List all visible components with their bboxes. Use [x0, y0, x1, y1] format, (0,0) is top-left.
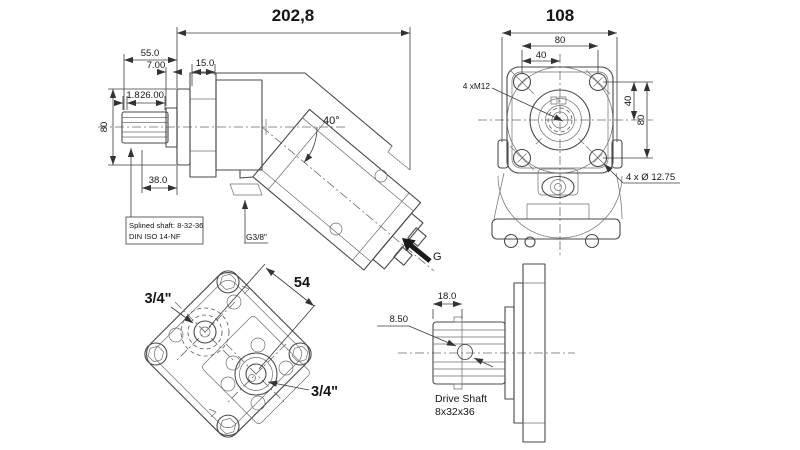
casting-mark — [208, 408, 217, 418]
underside-port-boss — [229, 183, 263, 196]
dim-spline-length: 26.00 — [140, 90, 164, 101]
bolt-hole — [509, 145, 535, 171]
front-view-lower-body — [491, 168, 623, 249]
shaft-detail-view: 18.0 8.50 Drive Shaft 8x32x36 — [377, 263, 575, 443]
dim-flange-diameter: 80 — [99, 122, 110, 133]
hex-bolt — [284, 337, 317, 371]
barrel-end-cap — [372, 212, 424, 270]
dim-bend-angle: 40° — [323, 115, 340, 127]
front-view-dimensions: 108 80 40 40 80 4 xM12 4 x Ø 12.75 — [463, 6, 680, 184]
dim-groove-width: 8.50 — [390, 314, 409, 325]
end-port-boss — [393, 246, 413, 266]
suction-port — [174, 301, 236, 363]
gauge-port-label: G3/8" — [246, 232, 267, 242]
dim-collar: 7.00 — [147, 60, 166, 71]
view-direction-label: G — [433, 251, 442, 263]
hex-bolt — [211, 265, 245, 298]
foot — [503, 233, 519, 249]
pressure-port — [225, 343, 287, 405]
dim-spline-engagement: 18.0 — [438, 291, 457, 302]
hex-bolt — [139, 337, 172, 371]
port-view: 54 3/4" 3/4" — [139, 263, 338, 443]
mounting-flange-inner-contour — [511, 71, 609, 169]
dim-total-length: 202,8 — [272, 6, 315, 25]
foot — [524, 236, 536, 248]
dim-port-distance: 54 — [294, 275, 310, 291]
left-ear-tab — [497, 139, 509, 169]
front-view: 108 80 40 40 80 4 xM12 4 x Ø 12.75 — [463, 6, 680, 258]
spline-note-line1: Splined shaft: 8-32-36 — [129, 221, 203, 230]
port-bottom-label: 3/4" — [311, 384, 338, 400]
hex-bolt — [211, 410, 245, 443]
port-mounting-holes — [168, 294, 294, 411]
port-top-label: 3/4" — [144, 291, 171, 307]
thread-callout-label: 4 xM12 — [463, 81, 491, 91]
dim-pilot: 15.0 — [196, 58, 215, 69]
mounting-flange-square — [506, 66, 614, 174]
side-view-dimensions: 202,8 55.0 7.00 15.0 1.8 26.00 — [99, 6, 411, 195]
hole-callout-label: 4 x Ø 12.75 — [626, 172, 675, 183]
dim-shaft-section: 55.0 — [141, 48, 160, 59]
drain-port-boss — [537, 168, 579, 196]
port-pad — [202, 316, 310, 424]
dim-overall-width: 108 — [546, 6, 574, 25]
shaft-flange — [504, 263, 546, 443]
spline-note: Splined shaft: 8-32-36 DIN ISO 14-NF — [125, 148, 204, 245]
side-view-bend-axis-centerline — [261, 126, 435, 272]
shaft-bore — [529, 89, 591, 151]
port-view-flange — [139, 265, 317, 443]
casting-mark — [241, 285, 250, 295]
drive-shaft-label-line2: 8x32x36 — [435, 406, 475, 418]
dim-bolt-half-spacing-v: 40 — [623, 96, 634, 107]
shaft-view-dimensions: 18.0 8.50 Drive Shaft 8x32x36 — [377, 291, 494, 418]
view-direction-arrow: G — [402, 238, 442, 263]
bottom-end-plate — [491, 218, 621, 240]
dim-shaft-length: 38.0 — [149, 175, 168, 186]
foot — [584, 233, 600, 249]
side-view-bent-barrel — [252, 108, 427, 271]
dim-bolt-spacing-v: 80 — [636, 115, 647, 126]
side-view-housing — [176, 72, 411, 196]
groove-inspection-circle — [457, 344, 473, 360]
side-view: 202,8 55.0 7.00 15.0 1.8 26.00 — [98, 6, 442, 272]
spline-note-line2: DIN ISO 14-NF — [129, 232, 181, 241]
side-view-splined-shaft — [121, 107, 178, 148]
port-view-dimensions: 54 3/4" 3/4" — [144, 263, 338, 400]
drive-shaft-label-line1: Drive Shaft — [435, 393, 487, 405]
dim-chamfer: 1.8 — [126, 90, 139, 101]
dim-bolt-spacing-h: 80 — [555, 35, 566, 46]
gauge-port-callout: G3/8" — [241, 200, 268, 244]
dim-bolt-half-spacing-h: 40 — [536, 50, 547, 61]
